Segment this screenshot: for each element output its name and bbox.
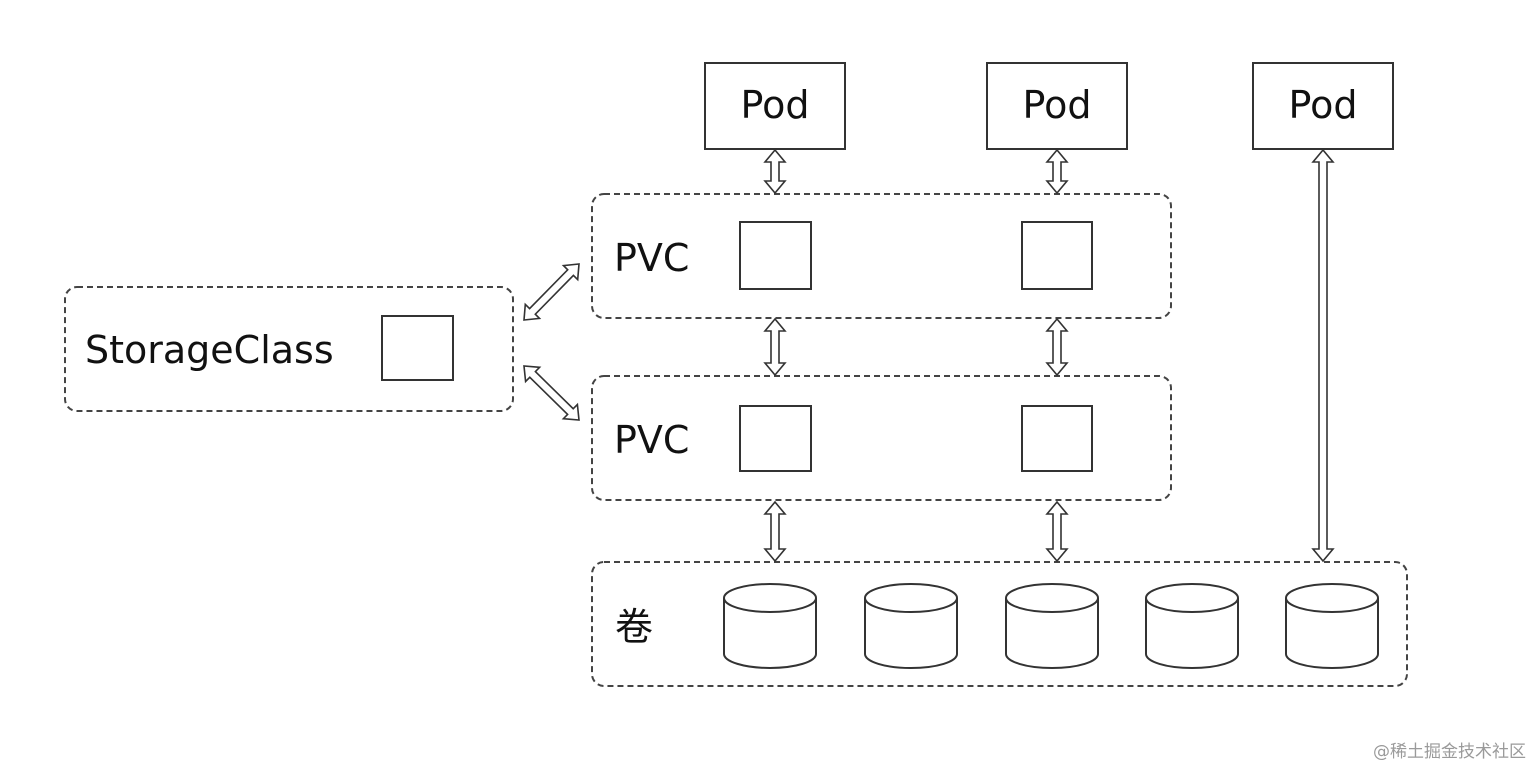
pvc-pvc-arrow xyxy=(763,317,787,377)
pvc-label: PVC xyxy=(614,236,689,280)
pod-volume-arrow xyxy=(1311,148,1335,563)
volume-cylinder-icon xyxy=(1145,583,1239,669)
pod-box-2: Pod xyxy=(986,62,1128,150)
pod-box-1: Pod xyxy=(704,62,846,150)
pod-label: Pod xyxy=(1289,83,1358,127)
watermark: @稀土掘金技术社区 xyxy=(1373,742,1526,762)
pvc-item xyxy=(1021,221,1093,290)
pvc-group-1: PVC xyxy=(591,193,1172,319)
storageclass-pvc-arrow xyxy=(523,263,580,321)
storageclass-item xyxy=(381,315,454,381)
pod-label: Pod xyxy=(741,83,810,127)
volume-cylinder-icon xyxy=(1285,583,1379,669)
pod-pvc-arrow xyxy=(763,148,787,195)
volume-cylinder-icon xyxy=(723,583,817,669)
pvc-pvc-arrow xyxy=(1045,317,1069,377)
pvc-volume-arrow xyxy=(763,500,787,563)
pvc-group-2: PVC xyxy=(591,375,1172,501)
pod-box-3: Pod xyxy=(1252,62,1394,150)
pod-label: Pod xyxy=(1023,83,1092,127)
pvc-volume-arrow xyxy=(1045,500,1069,563)
storageclass-group: StorageClass xyxy=(64,286,514,412)
storageclass-label: StorageClass xyxy=(85,328,334,372)
volume-label: 卷 xyxy=(615,605,653,649)
volume-cylinder-icon xyxy=(864,583,958,669)
pvc-item xyxy=(739,221,812,290)
pvc-label: PVC xyxy=(614,418,689,462)
volume-cylinder-icon xyxy=(1005,583,1099,669)
pod-pvc-arrow xyxy=(1045,148,1069,195)
storageclass-pvc-arrow xyxy=(523,365,580,421)
volume-group: 卷 xyxy=(591,561,1408,687)
pvc-item xyxy=(1021,405,1093,472)
pvc-item xyxy=(739,405,812,472)
